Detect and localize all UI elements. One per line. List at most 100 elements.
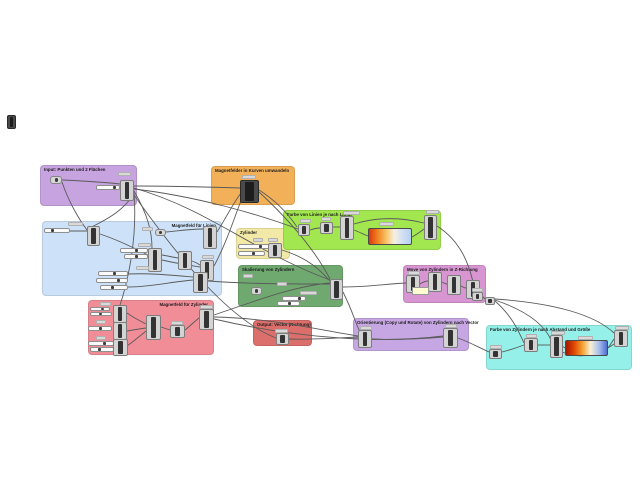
number-slider[interactable] <box>120 248 148 253</box>
dark-component-node[interactable] <box>240 180 259 203</box>
component-node[interactable] <box>424 215 437 240</box>
gradient-widget[interactable] <box>565 340 608 356</box>
mini-label <box>242 175 256 179</box>
wire <box>342 282 407 288</box>
component-node[interactable] <box>113 339 128 356</box>
component-node[interactable] <box>443 328 458 348</box>
component-node[interactable] <box>472 292 483 301</box>
slider-knob[interactable] <box>51 229 54 232</box>
param-node[interactable] <box>251 287 262 295</box>
component-node[interactable] <box>199 309 214 330</box>
slider-knob[interactable] <box>99 313 102 315</box>
mini-label <box>243 274 253 278</box>
mini-label <box>96 336 106 340</box>
number-slider[interactable] <box>90 307 110 311</box>
slider-knob[interactable] <box>135 255 138 258</box>
group-title-output-vector: Output: Vector (Richtung) <box>257 322 311 327</box>
component-node[interactable] <box>550 335 563 358</box>
mini-label <box>490 345 502 349</box>
component-node[interactable] <box>340 216 354 240</box>
component-node[interactable] <box>320 222 333 234</box>
dark-component-node[interactable] <box>7 115 16 129</box>
mini-label <box>68 222 83 226</box>
component-node[interactable] <box>193 272 208 293</box>
number-slider[interactable] <box>90 347 114 352</box>
slider-knob[interactable] <box>111 286 114 289</box>
component-node[interactable] <box>87 226 100 246</box>
component-node[interactable] <box>428 272 442 292</box>
group-title-skalierung: Skalierung von Zylindern <box>242 267 295 272</box>
mini-label <box>321 217 331 221</box>
mini-label <box>300 219 311 223</box>
component-node[interactable] <box>330 279 343 300</box>
component-node[interactable] <box>170 325 185 338</box>
component-node[interactable] <box>113 305 127 323</box>
mini-label <box>445 324 457 328</box>
component-node[interactable] <box>276 333 289 345</box>
number-slider[interactable] <box>96 185 120 190</box>
component-node[interactable] <box>614 330 628 347</box>
slider-knob[interactable] <box>252 252 255 255</box>
component-node[interactable] <box>524 338 538 352</box>
number-slider[interactable] <box>100 285 128 290</box>
slider-knob[interactable] <box>259 245 262 248</box>
component-node[interactable] <box>146 315 161 340</box>
number-slider[interactable] <box>238 251 265 256</box>
mini-label <box>136 266 149 270</box>
component-node[interactable] <box>120 180 134 201</box>
number-slider[interactable] <box>44 228 70 233</box>
mini-label <box>408 271 420 275</box>
number-slider[interactable] <box>124 254 148 259</box>
component-node[interactable] <box>485 297 495 305</box>
component-node[interactable] <box>358 330 372 348</box>
number-slider[interactable] <box>90 312 112 316</box>
group-title-farbe-zylinder: Farbe von Zylindern je nach Abstand und … <box>490 327 591 332</box>
mini-label <box>96 320 106 324</box>
param-node[interactable] <box>50 176 62 184</box>
component-node[interactable] <box>178 251 192 270</box>
number-slider[interactable] <box>96 278 128 283</box>
component-node[interactable] <box>113 322 127 340</box>
number-slider[interactable] <box>277 301 300 306</box>
mini-label <box>118 172 131 176</box>
number-slider[interactable] <box>88 341 114 346</box>
slider-knob[interactable] <box>101 308 104 310</box>
param-node[interactable] <box>155 229 166 236</box>
slider-knob[interactable] <box>99 327 102 330</box>
group-title-orientierung: Orientierung (Copy und Rotate) von Zylin… <box>357 320 479 325</box>
mini-label <box>379 222 394 226</box>
mini-label <box>142 227 153 231</box>
slider-knob[interactable] <box>113 186 116 189</box>
number-slider[interactable] <box>238 244 270 249</box>
slider-knob[interactable] <box>113 272 116 275</box>
mini-label <box>277 282 287 286</box>
mini-label <box>253 238 263 242</box>
slider-knob[interactable] <box>288 302 291 305</box>
component-node[interactable] <box>298 224 310 236</box>
mini-label <box>138 243 151 247</box>
component-node[interactable] <box>447 275 461 295</box>
mini-label <box>268 238 278 242</box>
mini-label <box>615 326 629 330</box>
slider-knob[interactable] <box>298 297 301 300</box>
component-node[interactable] <box>203 226 217 249</box>
group-title-kurven-umwandeln: Magnetfelder in Kurven umwandeln <box>215 168 290 173</box>
group-title-zylinder: Zylinder <box>240 230 258 235</box>
number-slider[interactable] <box>88 326 112 331</box>
component-node[interactable] <box>489 349 502 359</box>
mini-label <box>100 302 111 306</box>
slider-knob[interactable] <box>103 342 106 345</box>
number-slider[interactable] <box>98 271 128 276</box>
slider-knob[interactable] <box>135 249 138 252</box>
panel-node[interactable] <box>412 287 429 295</box>
slider-knob[interactable] <box>117 279 120 282</box>
slider-knob[interactable] <box>98 348 101 351</box>
component-node[interactable] <box>148 248 162 272</box>
mini-label <box>300 291 317 295</box>
group-title-input-punkte: Input: Punkten und 2 Flächen <box>44 167 106 172</box>
component-node[interactable] <box>268 243 282 258</box>
gradient-widget[interactable] <box>368 228 412 245</box>
mini-label <box>578 336 593 340</box>
mini-label <box>202 255 214 259</box>
